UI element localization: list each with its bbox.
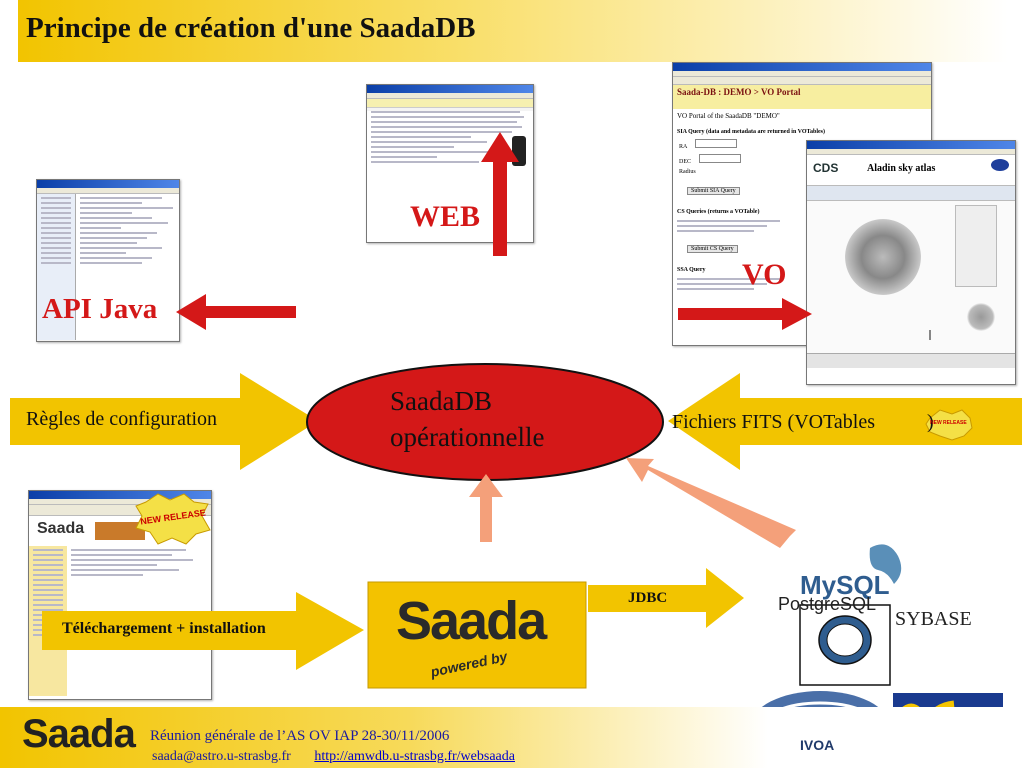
- footer-meeting-info: Réunion générale de l’AS OV IAP 28-30/11…: [150, 728, 450, 744]
- vo-label: VO: [742, 258, 787, 291]
- website-new-release-badge: NEW RELEASE: [930, 420, 967, 426]
- sky-thumbnail: [967, 303, 995, 331]
- website-saada-logo: Saada: [37, 520, 85, 537]
- france-label: France: [946, 720, 999, 737]
- footer-email: saada@astro.u-strasbg.fr: [152, 749, 291, 764]
- vo-submit-cs-button[interactable]: Submit CS Query: [687, 245, 738, 253]
- api-java-label: API Java: [42, 293, 158, 325]
- vo-dec-label: DEC: [679, 159, 691, 165]
- rules-arrow: [10, 373, 318, 470]
- vo-radius-label: Radius: [679, 169, 696, 175]
- fits-arrow: [668, 373, 1022, 470]
- fits-label-close: ): [927, 411, 934, 433]
- fits-new-release-icon: [880, 424, 922, 428]
- fits-label: Fichiers FITS (VOTables ): [672, 411, 934, 434]
- vo-ra-input[interactable]: [694, 139, 737, 148]
- databases-to-db-arrow: [626, 458, 796, 548]
- sybase-logo: SYBASE: [895, 608, 972, 630]
- page-title: Principe de création d'une SaadaDB: [26, 12, 476, 44]
- vo-portal-subtitle: VO Portal of the SaadaDB "DEMO": [677, 112, 780, 120]
- rules-label: Règles de configuration: [26, 408, 218, 430]
- title-bar: [18, 0, 1008, 62]
- web-label: WEB: [410, 200, 481, 233]
- saadadb-label: SaadaDB opérationnelle: [390, 383, 544, 455]
- saada-powered-box: [367, 581, 587, 689]
- mysql-dolphin-icon: [869, 544, 902, 584]
- api-java-arrow: [176, 294, 296, 330]
- footer-url-link[interactable]: http://amwdb.u-strasbg.fr/websaada: [314, 749, 515, 764]
- web-arrow: [481, 132, 519, 256]
- api-java-screenshot: [36, 179, 180, 342]
- vo-submit-sia-button[interactable]: Submit SIA Query: [687, 187, 740, 195]
- vo-portal-ssa: SSA Query: [677, 267, 706, 273]
- footer-bar: [0, 707, 1024, 768]
- sky-image: [845, 219, 921, 295]
- aladin-screenshot: CDS Aladin sky atlas: [806, 140, 1016, 385]
- nasa-logo: [991, 159, 1009, 171]
- powered-to-db-arrow: [469, 474, 503, 542]
- new-release-badge-small: [925, 409, 973, 441]
- saadadb-label-line2: opérationnelle: [390, 422, 545, 452]
- vo-portal-title: Saada-DB : DEMO > VO Portal: [677, 87, 801, 97]
- jdbc-label: JDBC: [628, 590, 668, 606]
- fits-label-text: Fichiers FITS (VOTables: [672, 411, 876, 433]
- jdbc-arrow: [588, 568, 744, 628]
- vo-arrow: [678, 298, 812, 330]
- saadadb-label-line1: SaadaDB: [390, 386, 492, 416]
- vo-ra-label: RA: [679, 144, 688, 150]
- saada-powered-logo: Saada: [396, 591, 547, 651]
- vo-portal-sia: SIA Query (data and metadata are returne…: [677, 129, 826, 135]
- footer-saada-logo: Saada: [22, 712, 136, 756]
- cds-logo: CDS: [813, 161, 839, 175]
- aladin-title: Aladin sky atlas: [867, 163, 936, 174]
- vo-portal-cs: CS Queries (returns a VOTable): [677, 209, 760, 215]
- download-label: Téléchargement + installation: [62, 620, 266, 637]
- new-release-badge-large: [135, 493, 211, 545]
- download-arrow: [42, 592, 364, 670]
- mysql-logo: MySQL: [800, 570, 890, 600]
- ivoa-label: IVOA: [800, 737, 835, 753]
- vo-dec-input[interactable]: [698, 154, 741, 163]
- footer-contact: saada@astro.u-strasbg.fr http://amwdb.u-…: [152, 749, 515, 765]
- postgres-logo: PostgreSQL: [778, 594, 877, 614]
